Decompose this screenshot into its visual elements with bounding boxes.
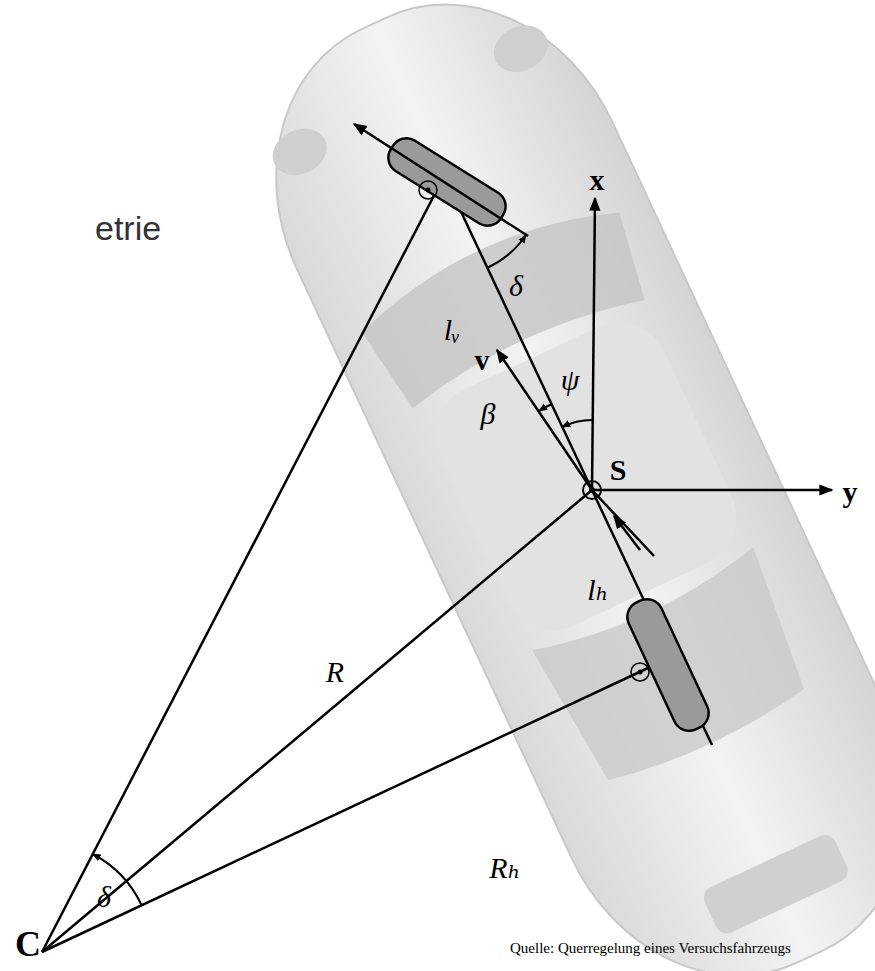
angle-label: β: [481, 399, 496, 429]
angle-label: ψ: [561, 365, 580, 395]
axis-arrow: [614, 516, 640, 550]
axis-label: y: [843, 477, 858, 507]
center-of-gravity: [583, 481, 601, 499]
angle-label: δ: [97, 882, 111, 912]
axis-label: x: [590, 165, 605, 195]
source-note: Quelle: Querregelung eines Versuchsfahrz…: [510, 941, 791, 956]
dot: [638, 670, 643, 675]
title-fragment: etrie: [95, 211, 161, 245]
length-label: lₕ: [587, 575, 608, 605]
radius-label: R: [326, 657, 344, 687]
geometry-lines: [42, 182, 832, 952]
wheel-direction: [354, 124, 528, 236]
dot: [426, 188, 431, 193]
vector-label: v: [475, 345, 490, 375]
point-label: S: [610, 455, 627, 485]
angle-label: δ: [509, 271, 523, 301]
car-body: [217, 0, 875, 971]
length-label: lᵥ: [444, 315, 461, 345]
front-wheel: [382, 132, 511, 231]
point-label: C: [15, 926, 41, 962]
right-angle-marks: [419, 181, 649, 681]
dot: [589, 487, 595, 493]
radius-label: Rₕ: [489, 853, 520, 883]
rear-wheel: [622, 594, 714, 736]
